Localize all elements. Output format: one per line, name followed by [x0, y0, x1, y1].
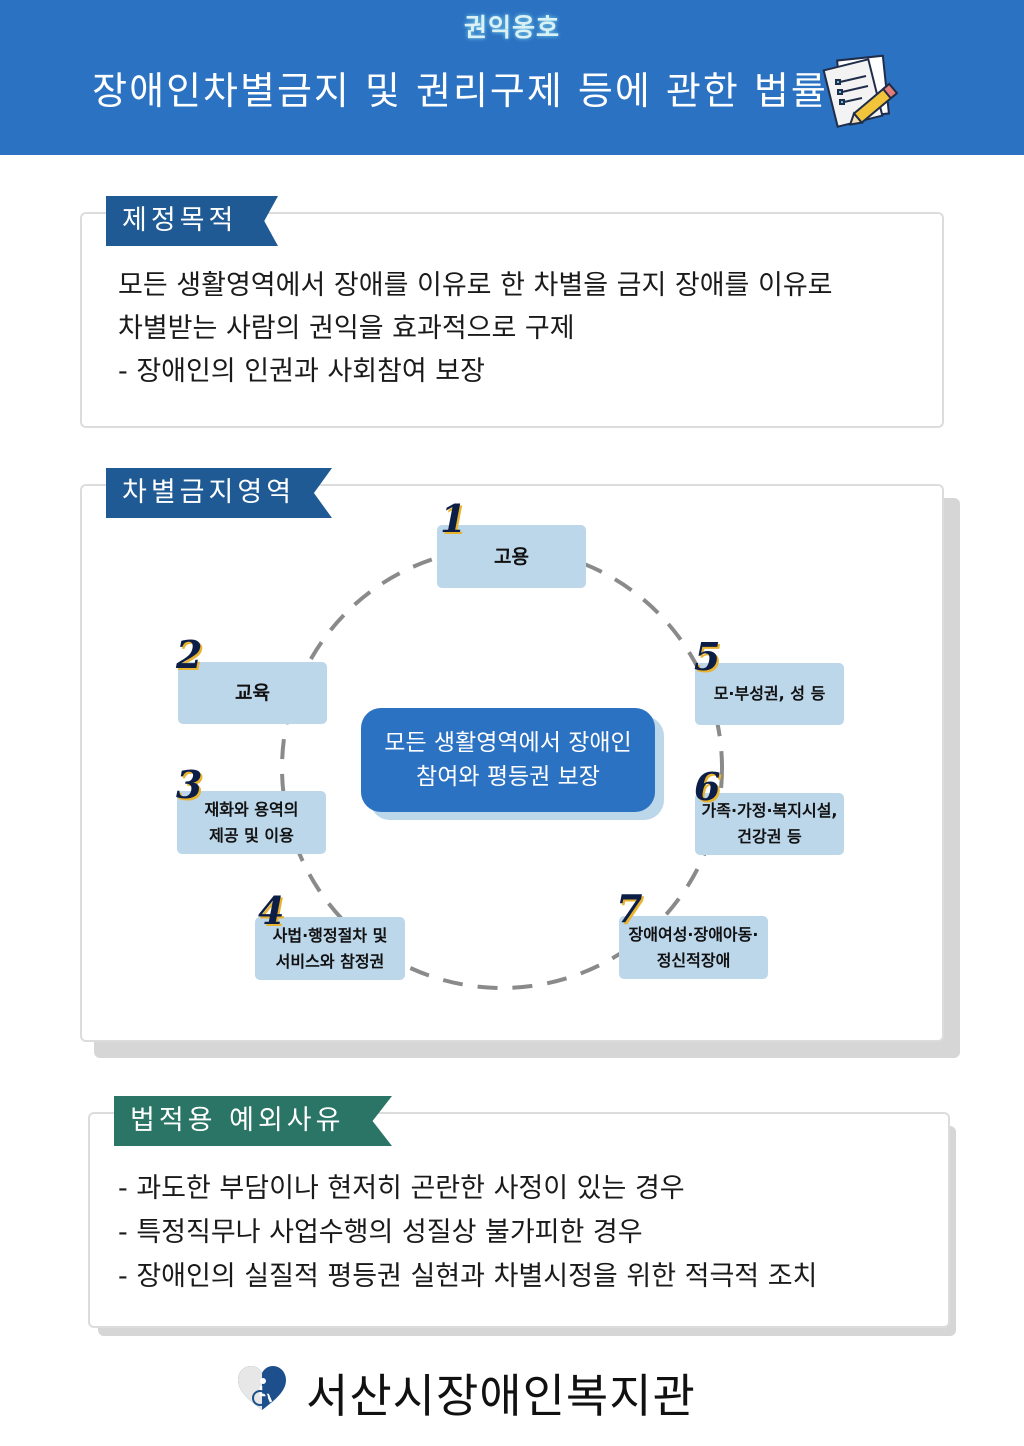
exception-line: - 과도한 부담이나 현저히 곤란한 사정이 있는 경우: [118, 1173, 685, 1204]
area-label: 정신적장애: [656, 950, 731, 970]
area-box-education: 교육: [178, 662, 327, 724]
area-number: 3: [176, 762, 203, 807]
area-number: 4: [258, 888, 285, 933]
area-label: 제공 및 이용: [209, 825, 294, 845]
area-label: 재화와 용역의: [204, 799, 299, 819]
document-pencil-icon: [822, 54, 899, 128]
purpose-line: 차별받는 사람의 권익을 효과적으로 구제: [118, 313, 575, 344]
area-label: 사법·행정절차 및: [272, 925, 388, 945]
area-number: 1: [440, 496, 467, 541]
purpose-heading: 제정목적: [106, 196, 278, 246]
exception-line: - 장애인의 실질적 평등권 실현과 차별시정을 위한 적극적 조치: [118, 1261, 818, 1292]
exceptions-card: [88, 1112, 950, 1328]
area-label: 모·부성권, 성 등: [713, 684, 826, 703]
area-box-judicial: 사법·행정절차 및 서비스와 참정권: [255, 917, 405, 980]
page-title: 장애인차별금지 및 권리구제 등에 관한 법률: [92, 69, 828, 113]
heart-wheelchair-icon: [238, 1366, 286, 1410]
purpose-text: 모든 생활영역에서 장애를 이유로 한 차별을 금지 장애를 이유로 차별받는 …: [118, 264, 918, 393]
header-banner: 권익옹호 장애인차별금지 및 권리구제 등에 관한 법률: [0, 0, 1024, 155]
purpose-line: - 장애인의 인권과 사회참여 보장: [118, 356, 485, 387]
area-box-women-children: 장애여성·장애아동· 정신적장애: [619, 916, 768, 979]
area-number: 2: [176, 632, 203, 677]
area-number: 7: [616, 886, 643, 931]
exception-line: - 특정직무나 사업수행의 성질상 불가피한 경우: [118, 1217, 643, 1248]
center-box: 모든 생활영역에서 장애인 참여와 평등권 보장: [361, 708, 655, 812]
area-box-family-welfare: 가족·가정·복지시설, 건강권 등: [695, 793, 844, 855]
exceptions-text: - 과도한 부담이나 현저히 곤란한 사정이 있는 경우 - 특정직무나 사업수…: [118, 1167, 938, 1299]
area-number: 6: [694, 764, 721, 809]
organization-name: 서산시장애인복지관: [306, 1369, 696, 1423]
area-label: 교육: [235, 682, 270, 704]
center-line: 모든 생활영역에서 장애인: [384, 730, 632, 756]
area-box-parenthood: 모·부성권, 성 등: [695, 663, 844, 725]
area-label: 장애여성·장애아동·: [628, 924, 759, 944]
area-number: 5: [694, 634, 721, 679]
area-label: 건강권 등: [737, 827, 802, 846]
area-label: 가족·가정·복지시설,: [701, 801, 838, 820]
areas-heading: 차별금지영역: [106, 468, 332, 518]
area-box-goods-services: 재화와 용역의 제공 및 이용: [177, 791, 326, 854]
exceptions-heading: 법적용 예외사유: [114, 1096, 392, 1146]
header-kicker: 권익옹호: [463, 13, 560, 42]
purpose-card: [80, 212, 944, 428]
center-line: 참여와 평등권 보장: [416, 764, 600, 790]
purpose-line: 모든 생활영역에서 장애를 이유로 한 차별을 금지 장애를 이유로: [118, 270, 833, 301]
area-label: 서비스와 참정권: [275, 951, 385, 971]
area-label: 고용: [494, 545, 529, 568]
area-box-employment: 고용: [437, 525, 586, 588]
